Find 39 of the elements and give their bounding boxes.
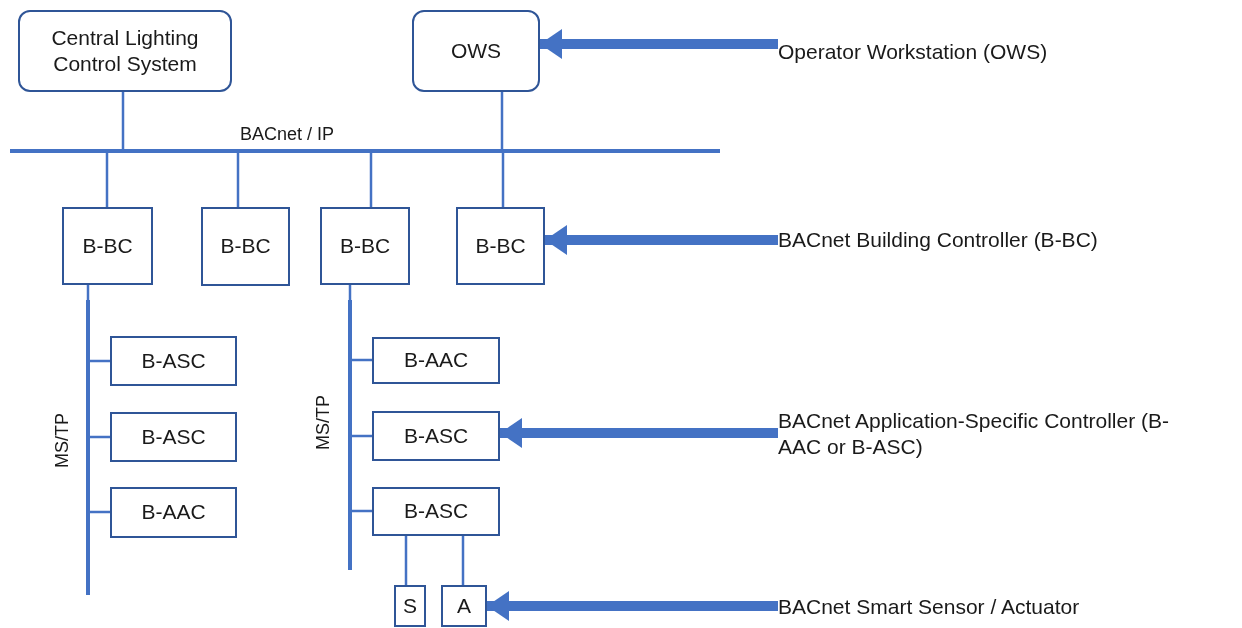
connector-line	[121, 92, 125, 149]
connector-line	[369, 153, 373, 207]
connector-line	[90, 510, 110, 514]
controller-box: B-BC	[456, 207, 545, 285]
controller-box: B-AAC	[372, 337, 500, 384]
bus-label: MS/TP	[313, 395, 334, 450]
controller-box: B-BC	[201, 207, 290, 286]
connector-line	[352, 434, 372, 438]
connector-line	[352, 509, 372, 513]
connector-line	[404, 536, 408, 585]
controller-box: B-ASC	[110, 336, 237, 386]
arrow	[487, 591, 778, 621]
controller-box: B-BC	[320, 207, 410, 285]
network-label: BACnet / IP	[240, 124, 335, 145]
connector-line	[500, 92, 504, 149]
connector-line	[90, 359, 110, 363]
description-text: BACnet Smart Sensor / Actuator	[778, 593, 1080, 620]
controller-box: B-AAC	[110, 487, 237, 538]
controller-box: B-BC	[62, 207, 153, 285]
connector-line	[461, 536, 465, 585]
controller-box: B-ASC	[372, 411, 500, 461]
connector-line	[352, 358, 372, 362]
arrow	[545, 225, 778, 255]
connector-line	[236, 153, 240, 207]
connector-line	[105, 153, 109, 207]
bus-label: MS/TP	[52, 413, 73, 468]
controller-box: A	[441, 585, 487, 627]
arrow	[540, 29, 778, 59]
controller-box: B-ASC	[372, 487, 500, 536]
description-text: Operator Workstation (OWS)	[778, 38, 1048, 65]
description-text: BACnet Building Controller (B-BC)	[778, 226, 1098, 253]
controller-box: S	[394, 585, 426, 627]
system-box: OWS	[412, 10, 540, 92]
connector-line	[90, 435, 110, 439]
connector-line	[501, 153, 505, 207]
arrow	[500, 418, 778, 448]
description-text: BACnet Application-Specific Controller (B-AAC or B-ASC)	[778, 407, 1170, 460]
controller-box: B-ASC	[110, 412, 237, 462]
system-box: Central Lighting Control System	[18, 10, 232, 92]
